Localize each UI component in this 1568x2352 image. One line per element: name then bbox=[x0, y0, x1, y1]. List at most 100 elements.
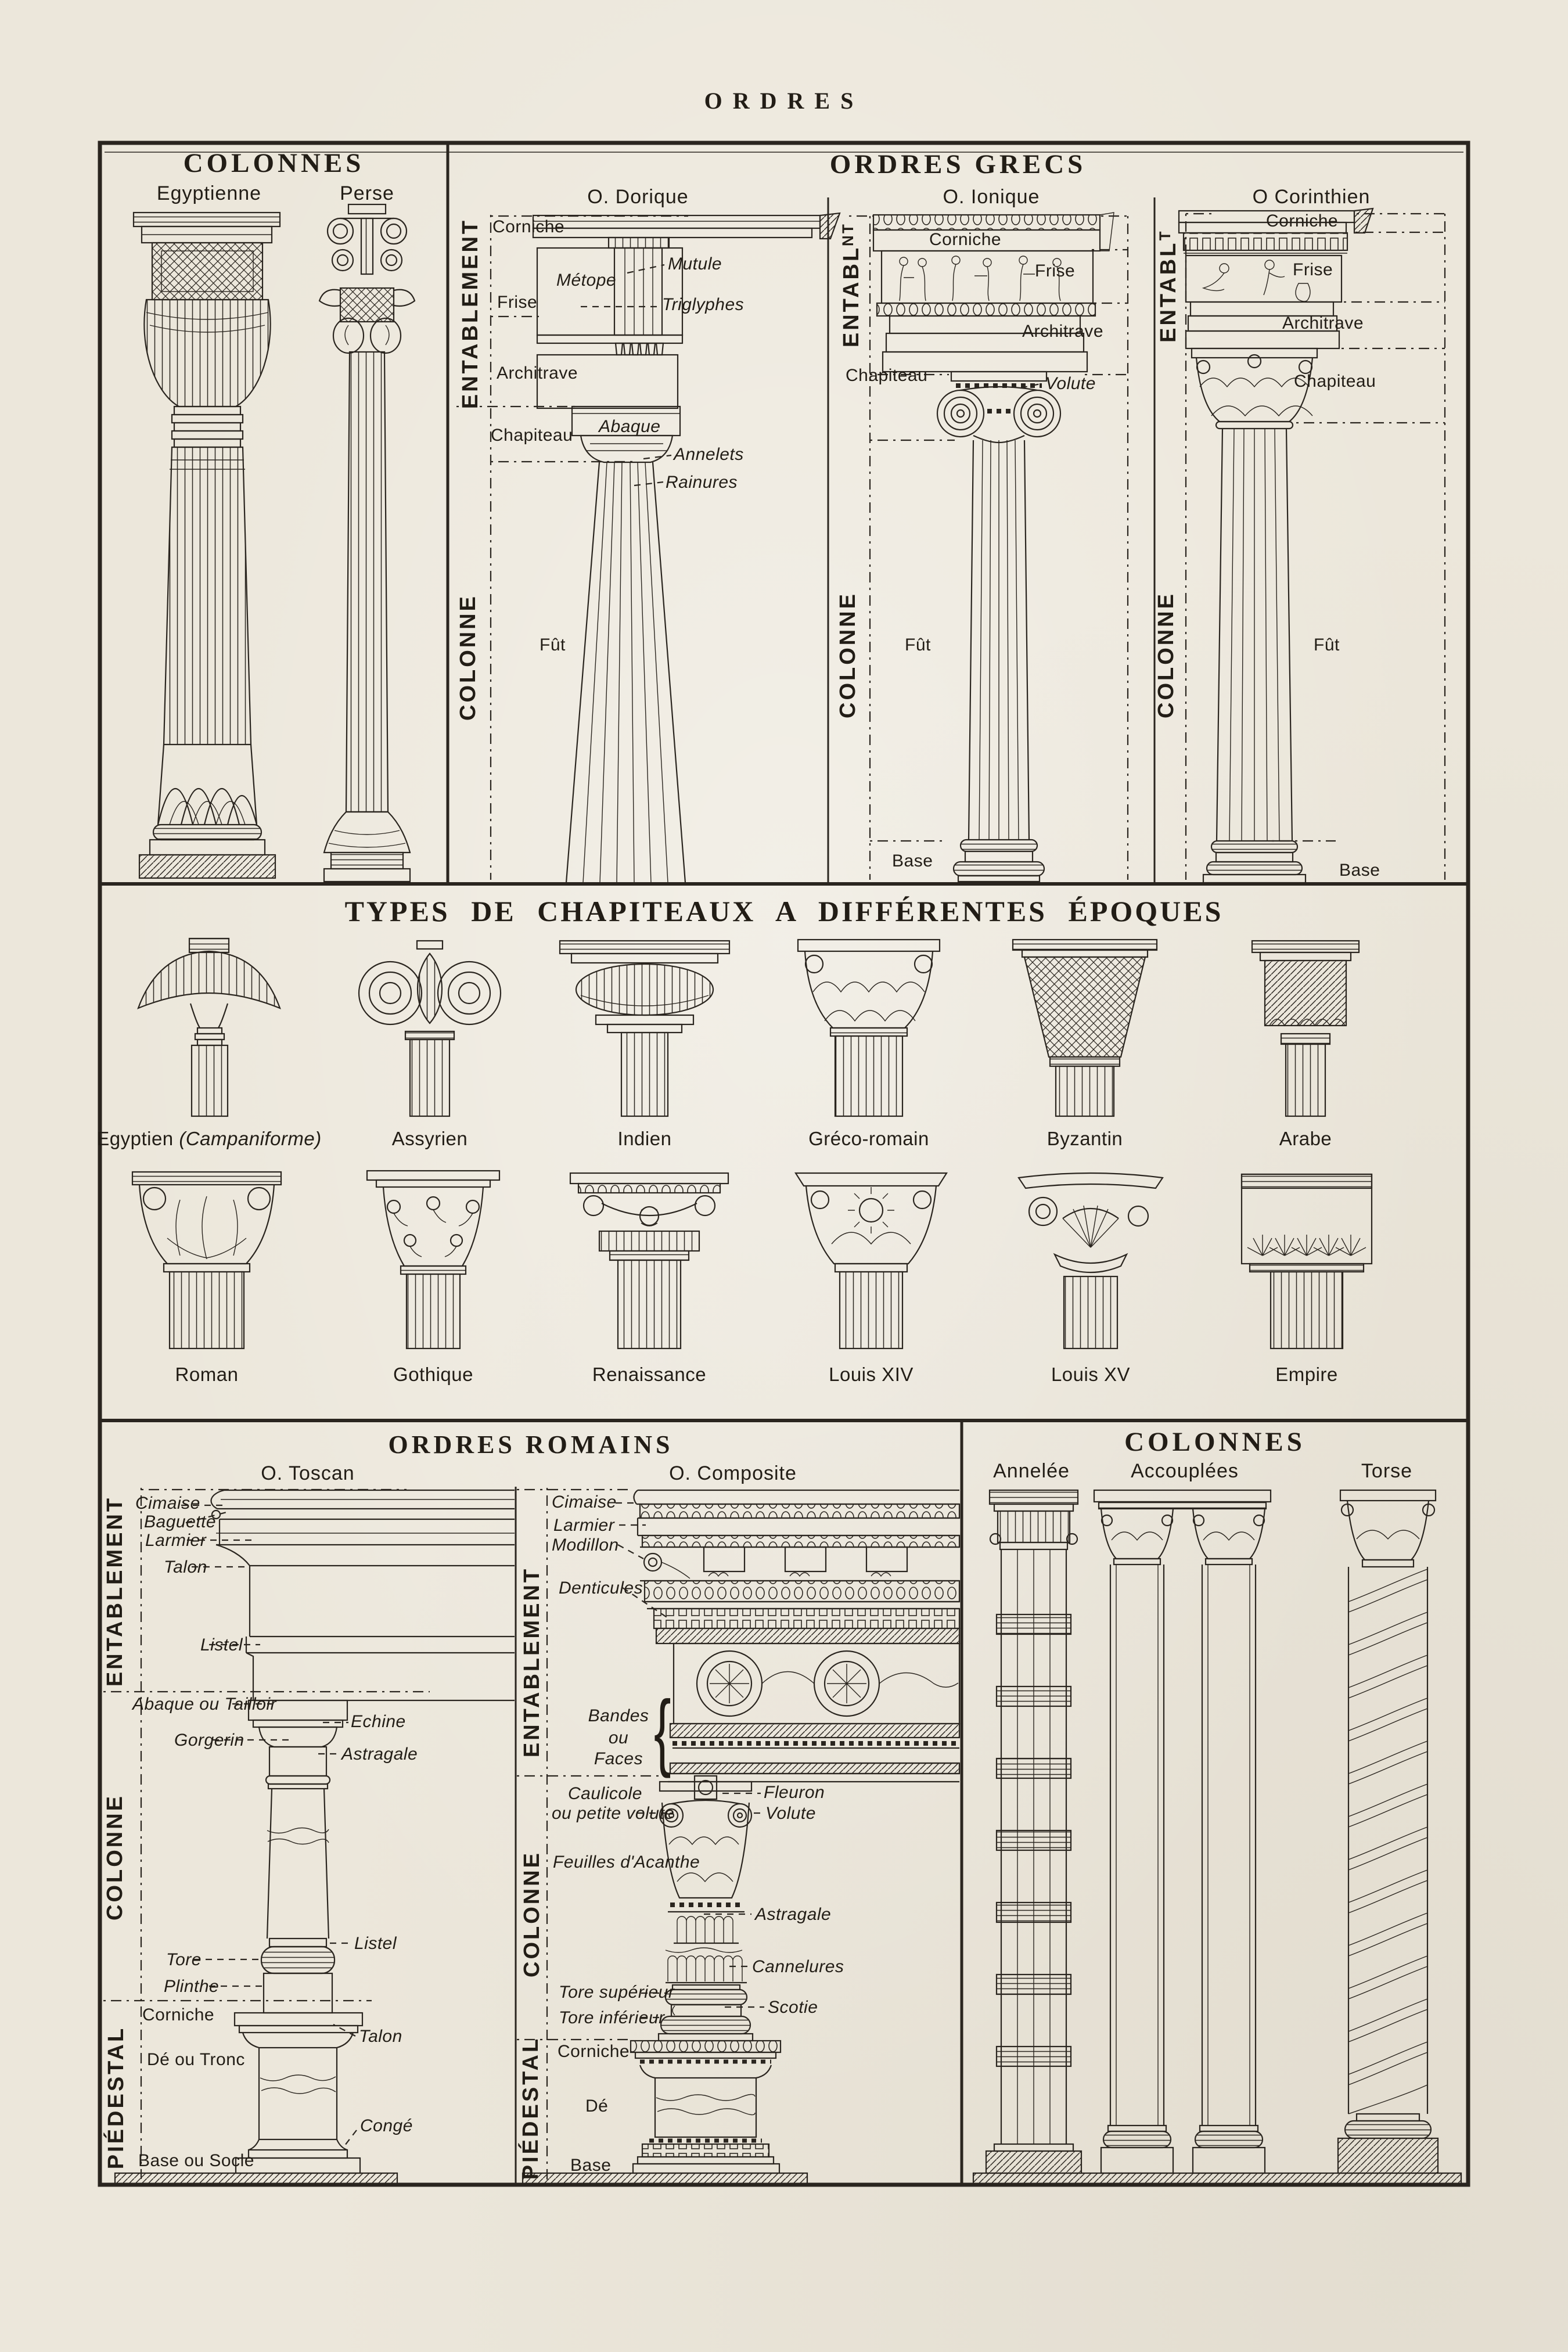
ordres-romains-title: ORDRES ROMAINS bbox=[388, 1430, 674, 1459]
dorique-frise-label: Frise bbox=[497, 293, 538, 312]
corinthien-fut-label: Fût bbox=[1314, 635, 1340, 654]
caption-renaissance: Renaissance bbox=[592, 1364, 707, 1385]
ionique-fut-label: Fût bbox=[905, 635, 931, 654]
dorique-abaque-label: Abaque bbox=[599, 417, 661, 436]
toscan-cimaise-label: Cimaise bbox=[135, 1494, 200, 1513]
capital-figure-roman bbox=[131, 1171, 282, 1350]
colonnes-right-title: COLONNES bbox=[1124, 1427, 1306, 1457]
composite-base-label: Base bbox=[570, 2156, 612, 2175]
toscan-astragale-label: Astragale bbox=[341, 1745, 418, 1764]
caption-arabe: Arabe bbox=[1279, 1128, 1332, 1149]
ionique-base-label: Base bbox=[892, 851, 933, 871]
capital-figure-arabe bbox=[1251, 940, 1360, 1117]
toscan-conge-label: Congé bbox=[360, 2116, 413, 2135]
dorique-architrave-label: Architrave bbox=[497, 364, 578, 383]
capital-figure-empire bbox=[1240, 1173, 1373, 1350]
dorique-colonne-label: COLONNE bbox=[456, 594, 480, 721]
composite-tore-inf-label: Tore inférieur bbox=[559, 2008, 665, 2027]
ionique-colonne-label: COLONNE bbox=[836, 592, 860, 718]
corinthien-order-figure bbox=[1178, 207, 1374, 884]
ionique-title: O. Ionique bbox=[943, 186, 1040, 208]
capital-figure-louis-xv bbox=[1017, 1172, 1164, 1350]
composite-feuilles-label: Feuilles d'Acanthe bbox=[553, 1853, 700, 1872]
composite-cannelures-label: Cannelures bbox=[752, 1957, 844, 1976]
composite-bandes-l2: ou bbox=[608, 1728, 629, 1747]
composite-de-label: Dé bbox=[585, 2096, 609, 2116]
capital-figure-greco-romain bbox=[797, 938, 941, 1117]
dorique-title: O. Dorique bbox=[587, 186, 689, 208]
torse-column-figure bbox=[972, 1489, 1462, 2186]
annelee-column-figure bbox=[985, 1489, 1083, 2174]
dorique-metope-label: Métope bbox=[556, 271, 617, 290]
toscan-baguette-label: Baguette bbox=[144, 1512, 217, 1531]
toscan-colonne-label: COLONNE bbox=[103, 1794, 127, 1921]
toscan-listel-label: Listel bbox=[200, 1635, 243, 1655]
composite-caulicole-l1: Caulicole bbox=[568, 1784, 642, 1803]
composite-tore-sup-label: Tore supérieur bbox=[559, 1983, 675, 2002]
ordres-grecs-title: ORDRES GRECS bbox=[829, 149, 1087, 179]
toscan-de-tronc-label: Dé ou Tronc bbox=[147, 2050, 245, 2069]
composite-volute-label: Volute bbox=[765, 1804, 816, 1823]
caption-louis-xv: Louis XV bbox=[1051, 1364, 1131, 1385]
toscan-order-figure bbox=[114, 1489, 515, 2186]
composite-astragale-label: Astragale bbox=[755, 1905, 832, 1924]
corinthien-base-label: Base bbox=[1339, 861, 1380, 880]
perse-label: Perse bbox=[340, 182, 394, 204]
toscan-listel2-label: Listel bbox=[354, 1934, 397, 1953]
toscan-plinthe-label: Plinthe bbox=[164, 1977, 220, 1996]
ionique-entablement-label: ENTABLᴺᵀ bbox=[839, 221, 864, 348]
composite-title: O. Composite bbox=[669, 1462, 797, 1484]
ionique-chapiteau-label: Chapiteau bbox=[846, 366, 928, 385]
capital-figure-louis-xiv bbox=[794, 1172, 948, 1350]
caption-egyptien: Egyptien (Campaniforme) bbox=[87, 1129, 331, 1148]
dorique-triglyphes-label: Triglyphes bbox=[662, 295, 745, 314]
toscan-talon2-label: Talon bbox=[359, 2027, 402, 2046]
caption-indien: Indien bbox=[617, 1128, 672, 1149]
dorique-order-figure bbox=[532, 212, 841, 883]
composite-corniche-label: Corniche bbox=[558, 2042, 630, 2061]
composite-bandes-l3: Faces bbox=[594, 1749, 643, 1768]
egyptienne-label: Egyptienne bbox=[156, 182, 262, 204]
ionique-corniche-label: Corniche bbox=[929, 230, 1002, 249]
capital-figure-assyrien bbox=[358, 940, 502, 1117]
composite-larmier-label: Larmier bbox=[553, 1516, 615, 1535]
corinthien-entablement-label: ENTABLᵀ bbox=[1156, 229, 1181, 343]
toscan-echine-label: Echine bbox=[351, 1712, 406, 1731]
caption-byzantin: Byzantin bbox=[1046, 1128, 1123, 1149]
caption-empire: Empire bbox=[1275, 1364, 1338, 1385]
capital-figure-gothique bbox=[366, 1170, 501, 1350]
composite-scotie-label: Scotie bbox=[768, 1998, 818, 2017]
dorique-mutule-label: Mutule bbox=[668, 254, 722, 274]
corinthien-architrave-label: Architrave bbox=[1282, 314, 1364, 333]
caption-assyrien: Assyrien bbox=[391, 1128, 468, 1149]
toscan-abaque-tailloir-label: Abaque ou Tailloir bbox=[132, 1695, 277, 1714]
composite-piedestal-label: PIÉDESTAL bbox=[519, 2036, 543, 2180]
chapiteaux-title: TYPES DE CHAPITEAUX A DIFFÉRENTES ÉPOQUE… bbox=[344, 895, 1224, 927]
toscan-piedestal-label: PIÉDESTAL bbox=[104, 2026, 128, 2170]
dorique-corniche-label: Corniche bbox=[492, 217, 565, 236]
perse-column-figure bbox=[318, 203, 416, 883]
colonnes-left-title: COLONNES bbox=[183, 148, 365, 178]
corinthien-colonne-label: COLONNE bbox=[1154, 592, 1178, 718]
accouplees-label: Accouplées bbox=[1131, 1460, 1239, 1482]
caption-egyptien-sub: (Campaniforme) bbox=[179, 1128, 322, 1149]
dorique-annelets-label: Annelets bbox=[674, 445, 744, 464]
dorique-rainures-label: Rainures bbox=[666, 473, 738, 492]
ionique-frise-label: Frise bbox=[1035, 261, 1076, 280]
toscan-tore-label: Tore bbox=[166, 1950, 202, 1969]
plate-frame bbox=[98, 141, 1470, 2187]
ionique-order-figure bbox=[872, 212, 1114, 883]
composite-colonne-label: COLONNE bbox=[520, 1851, 544, 1977]
toscan-title: O. Toscan bbox=[261, 1462, 355, 1484]
ionique-architrave-label: Architrave bbox=[1022, 322, 1104, 341]
toscan-larmier-label: Larmier bbox=[145, 1531, 207, 1550]
egyptienne-column-figure bbox=[132, 211, 281, 879]
corinthien-title: O Corinthien bbox=[1252, 186, 1371, 208]
capital-figure-egyptien bbox=[137, 937, 281, 1117]
toscan-talon-label: Talon bbox=[164, 1558, 207, 1577]
capital-figure-renaissance bbox=[569, 1172, 729, 1350]
corinthien-frise-label: Frise bbox=[1293, 260, 1333, 279]
toscan-entablement-label: ENTABLEMENT bbox=[103, 1495, 127, 1687]
composite-modillon-label: Modillon bbox=[552, 1535, 619, 1555]
